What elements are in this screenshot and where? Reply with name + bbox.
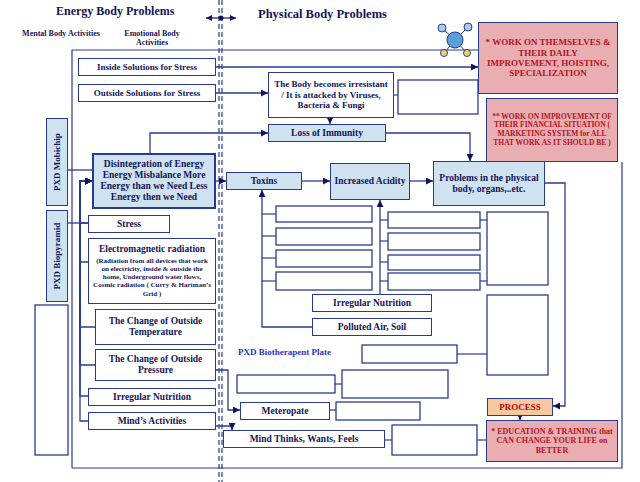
process-box: Inside Solutions for Stress (78, 58, 216, 76)
box-text: Inside Solutions for Stress (97, 62, 197, 72)
connector (379, 200, 380, 294)
box-text: Problems in the physical body, organs,..… (437, 173, 541, 195)
connector (68, 222, 88, 223)
process-box: Meteropate (240, 402, 330, 420)
highlight-box: Increased Acidity (330, 163, 410, 200)
connector (68, 169, 92, 170)
box-text: Increased Acidity (335, 176, 406, 187)
device-box: PXD Mobichip (46, 118, 68, 206)
box-text: Toxins (251, 176, 278, 187)
box-text: Polluted Air, Soil (338, 322, 407, 333)
highlight-box: Disintegration of Energy Energy Misbalan… (92, 153, 216, 209)
sub-heading: Emotional Body Activities (108, 29, 196, 47)
goal-box: ** WORK ON IMPROVEMENT OF THEIR FINANCIA… (486, 98, 618, 162)
goal-box: * WORK ON THEMSELVES & THEIR DAILY IMPRO… (478, 22, 618, 94)
process-box: The Body becomes irresistant / It is att… (268, 72, 394, 118)
box-text: ** WORK ON IMPROVEMENT OF THEIR FINANCIA… (490, 113, 614, 148)
device-label: PXD Biotherapent Plate (238, 347, 360, 357)
box-text: Irregular Nutrition (113, 392, 191, 403)
divider-line (221, 0, 222, 482)
box-text: PXD Mobichip (52, 133, 62, 191)
box-text: Disintegration of Energy Energy Misbalan… (97, 159, 211, 203)
box-text: Electromagnetic radiation (99, 244, 205, 255)
connector (216, 92, 268, 93)
process-box: Stress (88, 215, 170, 233)
box-text: Stress (117, 219, 141, 230)
process-tag: PROCESS (487, 398, 553, 416)
process-box: Mind Thinks, Wants, Feels (223, 430, 385, 448)
header-dot (219, 16, 224, 21)
connector (150, 133, 268, 153)
box-text: PROCESS (499, 402, 541, 412)
process-box: The Change of Outside Temperature (95, 309, 216, 345)
box-text: Meteropate (262, 406, 309, 417)
box-text: Mind’s Activities (118, 416, 187, 427)
section-heading: Energy Body Problems (56, 5, 206, 19)
empty-box (35, 80, 548, 455)
process-box: Outside Solutions for Stress (78, 84, 216, 102)
divider-line (218, 0, 219, 482)
box-text: The Change of Outside Pressure (99, 354, 212, 376)
highlight-box: Toxins (226, 172, 302, 190)
connector (216, 180, 226, 181)
box-text: Irregular Nutrition (333, 298, 411, 309)
box-text: The Body becomes irresistant / It is att… (272, 79, 390, 110)
connector (216, 370, 240, 410)
section-heading: Physical Body Problems (258, 7, 428, 21)
stub-line (262, 95, 487, 440)
process-box: Mind’s Activities (88, 412, 216, 430)
box-text: * EDUCATION & TRAINING that CAN CHANGE Y… (490, 427, 614, 455)
process-box: Polluted Air, Soil (312, 318, 432, 336)
sub-heading: Mental Body Activities (12, 29, 110, 38)
box-text: PXD Biopyramid (52, 223, 62, 290)
highlight-box: Loss of Immunity (268, 124, 386, 142)
box-text: Outside Solutions for Stress (94, 88, 200, 98)
box-text: * WORK ON THEMSELVES & THEIR DAILY IMPRO… (482, 37, 614, 78)
connector (262, 190, 312, 327)
box-note: (Radiation from all devices that work on… (92, 257, 212, 297)
atom-icon (438, 23, 472, 57)
connector (216, 66, 478, 67)
connector (302, 180, 330, 181)
highlight-box: Problems in the physical body, organs,..… (433, 161, 545, 206)
device-box: PXD Biopyramid (46, 210, 68, 302)
box-text: The Change of Outside Temperature (99, 316, 212, 338)
box-text: Loss of Immunity (291, 128, 363, 139)
process-box: Irregular Nutrition (88, 388, 216, 406)
connector (545, 183, 565, 406)
box-text: Mind Thinks, Wants, Feels (250, 434, 359, 445)
process-box: Electromagnetic radiation (Radiation from… (88, 238, 216, 304)
process-box: Irregular Nutrition (312, 294, 432, 312)
connector (386, 133, 470, 161)
goal-box: * EDUCATION & TRAINING that CAN CHANGE Y… (486, 420, 618, 462)
process-box: The Change of Outside Pressure (95, 349, 216, 381)
connector (410, 180, 433, 181)
